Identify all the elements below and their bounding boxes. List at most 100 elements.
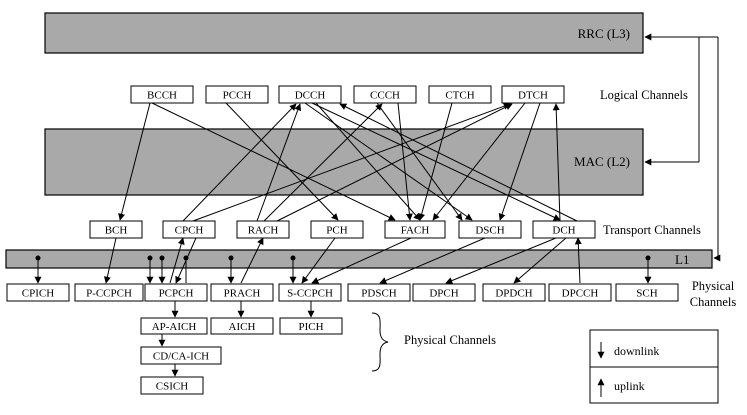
l1-origin-dot [35,255,41,261]
physical-channel-box [548,283,612,302]
arrow-pcpch-to-cpch [169,237,185,284]
l1-layer-label: L1 [675,252,689,267]
physical-channel-label: PDSCH [361,288,397,300]
physical-channel-box [210,283,274,302]
transport-channel-box [532,220,596,239]
arrow-dcch-to-fach [315,102,421,221]
transport-channel-label: RACH [248,225,279,237]
transport-channel-box [236,220,290,239]
physical-channel-p-ccpch: P-CCPCH [74,283,144,302]
physical-channels-label-line1: Physical [692,279,735,293]
arrow-ctch-to-fach [418,102,453,221]
logical-channel-label: CTCH [445,90,474,102]
transport-channel-fach: FACH [384,220,446,239]
physical-channel-dpcch: DPCCH [548,283,612,302]
arrow-fach-to-s-ccpch [311,237,412,284]
sub-channel-box [140,317,208,335]
arrow-rach-to-dtch [276,103,513,222]
arrow-pcch-to-pch [225,102,339,221]
sub-channel-label: CD/CA-ICH [153,351,209,363]
logical-channel-dcch: DCCH [278,85,342,104]
arrow-bch-to-p-ccpch [103,237,117,284]
transport-channel-dsch: DSCH [458,220,522,239]
arrow-dtch-to-fach [432,102,526,221]
l1-origin-dot [159,255,165,261]
arrow-prach-to-rach [240,237,264,284]
physical-channel-dpch: DPCH [412,283,476,302]
physical-channel-box [347,283,411,302]
logical-channel-box [501,85,565,104]
physical-channels-mid-label: Physical Channels [404,333,496,347]
sub-channel-label: CSICH [156,381,188,393]
l1-origin-dot [147,255,153,261]
physical-channel-sch: SCH [615,283,679,302]
l1-origin-dot [290,255,296,261]
arrow-dch-to-dpch [445,237,557,284]
transport-channel-box [310,220,364,239]
l1-origin-dot [645,255,651,261]
transport-channel-box [384,220,446,239]
sub-channel-csich: CSICH [140,376,204,395]
channel-boxes: BCCH PCCH DCCH CCCH CTCH DTCH BCH CPCH RACH PCH FA… [6,85,679,395]
physical-channel-cpich: CPICH [6,283,70,302]
transport-channel-cpch: CPCH [162,220,216,239]
l1-layer: L1 [5,249,713,269]
logical-channel-ccch: CCCH [353,85,417,104]
sub-channel-box [210,317,274,335]
logical-channel-label: DTCH [518,90,548,102]
transport-channel-label: FACH [401,225,430,237]
transport-channel-pch: PCH [310,220,364,239]
physical-channels-label-line2: Channels [690,295,737,309]
logical-channel-ctch: CTCH [428,85,492,104]
transport-channel-label: CPCH [175,225,204,237]
sub-channel-aich: AICH [210,317,274,335]
logical-channel-box [353,85,417,104]
physical-channel-label: P-CCPCH [86,288,132,300]
physical-channel-box [74,283,144,302]
sub-channel-label: PICH [298,321,323,333]
legend-downlink-label: downlink [614,344,659,358]
rrc-control-connector [644,33,721,262]
legend-uplink-label: uplink [614,379,645,393]
logical-channel-dtch: DTCH [501,85,565,104]
logical-channel-box [205,85,269,104]
physical-channel-dpdch: DPDCH [482,283,546,302]
sub-channel-box [140,346,222,365]
arrow-rach-to-ccch [263,103,383,222]
physical-channel-label: S-CCPCH [287,288,333,300]
curly-brace [371,312,389,372]
physical-channel-pdsch: PDSCH [347,283,411,302]
transport-channel-box [458,220,522,239]
physical-channel-label: PCPCH [159,288,194,300]
logical-channel-pcch: PCCH [205,85,269,104]
physical-channel-pcpch: PCPCH [144,283,208,302]
arrow-rach-to-dcch [256,103,302,222]
arrow-dtch-to-dsch [498,102,541,221]
physical-channel-s-ccpch: S-CCPCH [278,283,342,302]
rrc-layer: RRC (L3) [44,12,644,54]
logical-channel-box [428,85,492,104]
physical-channel-box [278,283,342,302]
sub-channel-label: AICH [229,321,256,333]
sub-channel-label: AP-AICH [152,321,197,333]
arrow-pch-to-s-ccpch [301,237,336,284]
physical-channel-box [6,283,70,302]
arrow-dch-to-dtch [552,103,561,222]
transport-channels-label: Transport Channels [603,223,701,237]
transport-channel-rach: RACH [236,220,290,239]
physical-channel-label: PRACH [224,288,261,300]
physical-channel-prach: PRACH [210,283,274,302]
logical-channel-box [130,85,194,104]
mac-layer-label: MAC (L2) [574,154,630,169]
arrow-bcch-to-fach [151,102,396,221]
transport-channel-label: BCH [105,225,128,237]
channel-mapping-arrows [34,102,652,377]
physical-channel-label: DPDCH [495,288,532,300]
mac-layer: MAC (L2) [44,128,644,196]
logical-channel-label: BCCH [147,90,177,102]
transport-channel-label: DCH [552,225,575,237]
logical-channel-label: DCCH [295,90,326,102]
l1-origin-dot [228,255,234,261]
sub-channel-box [279,317,343,335]
